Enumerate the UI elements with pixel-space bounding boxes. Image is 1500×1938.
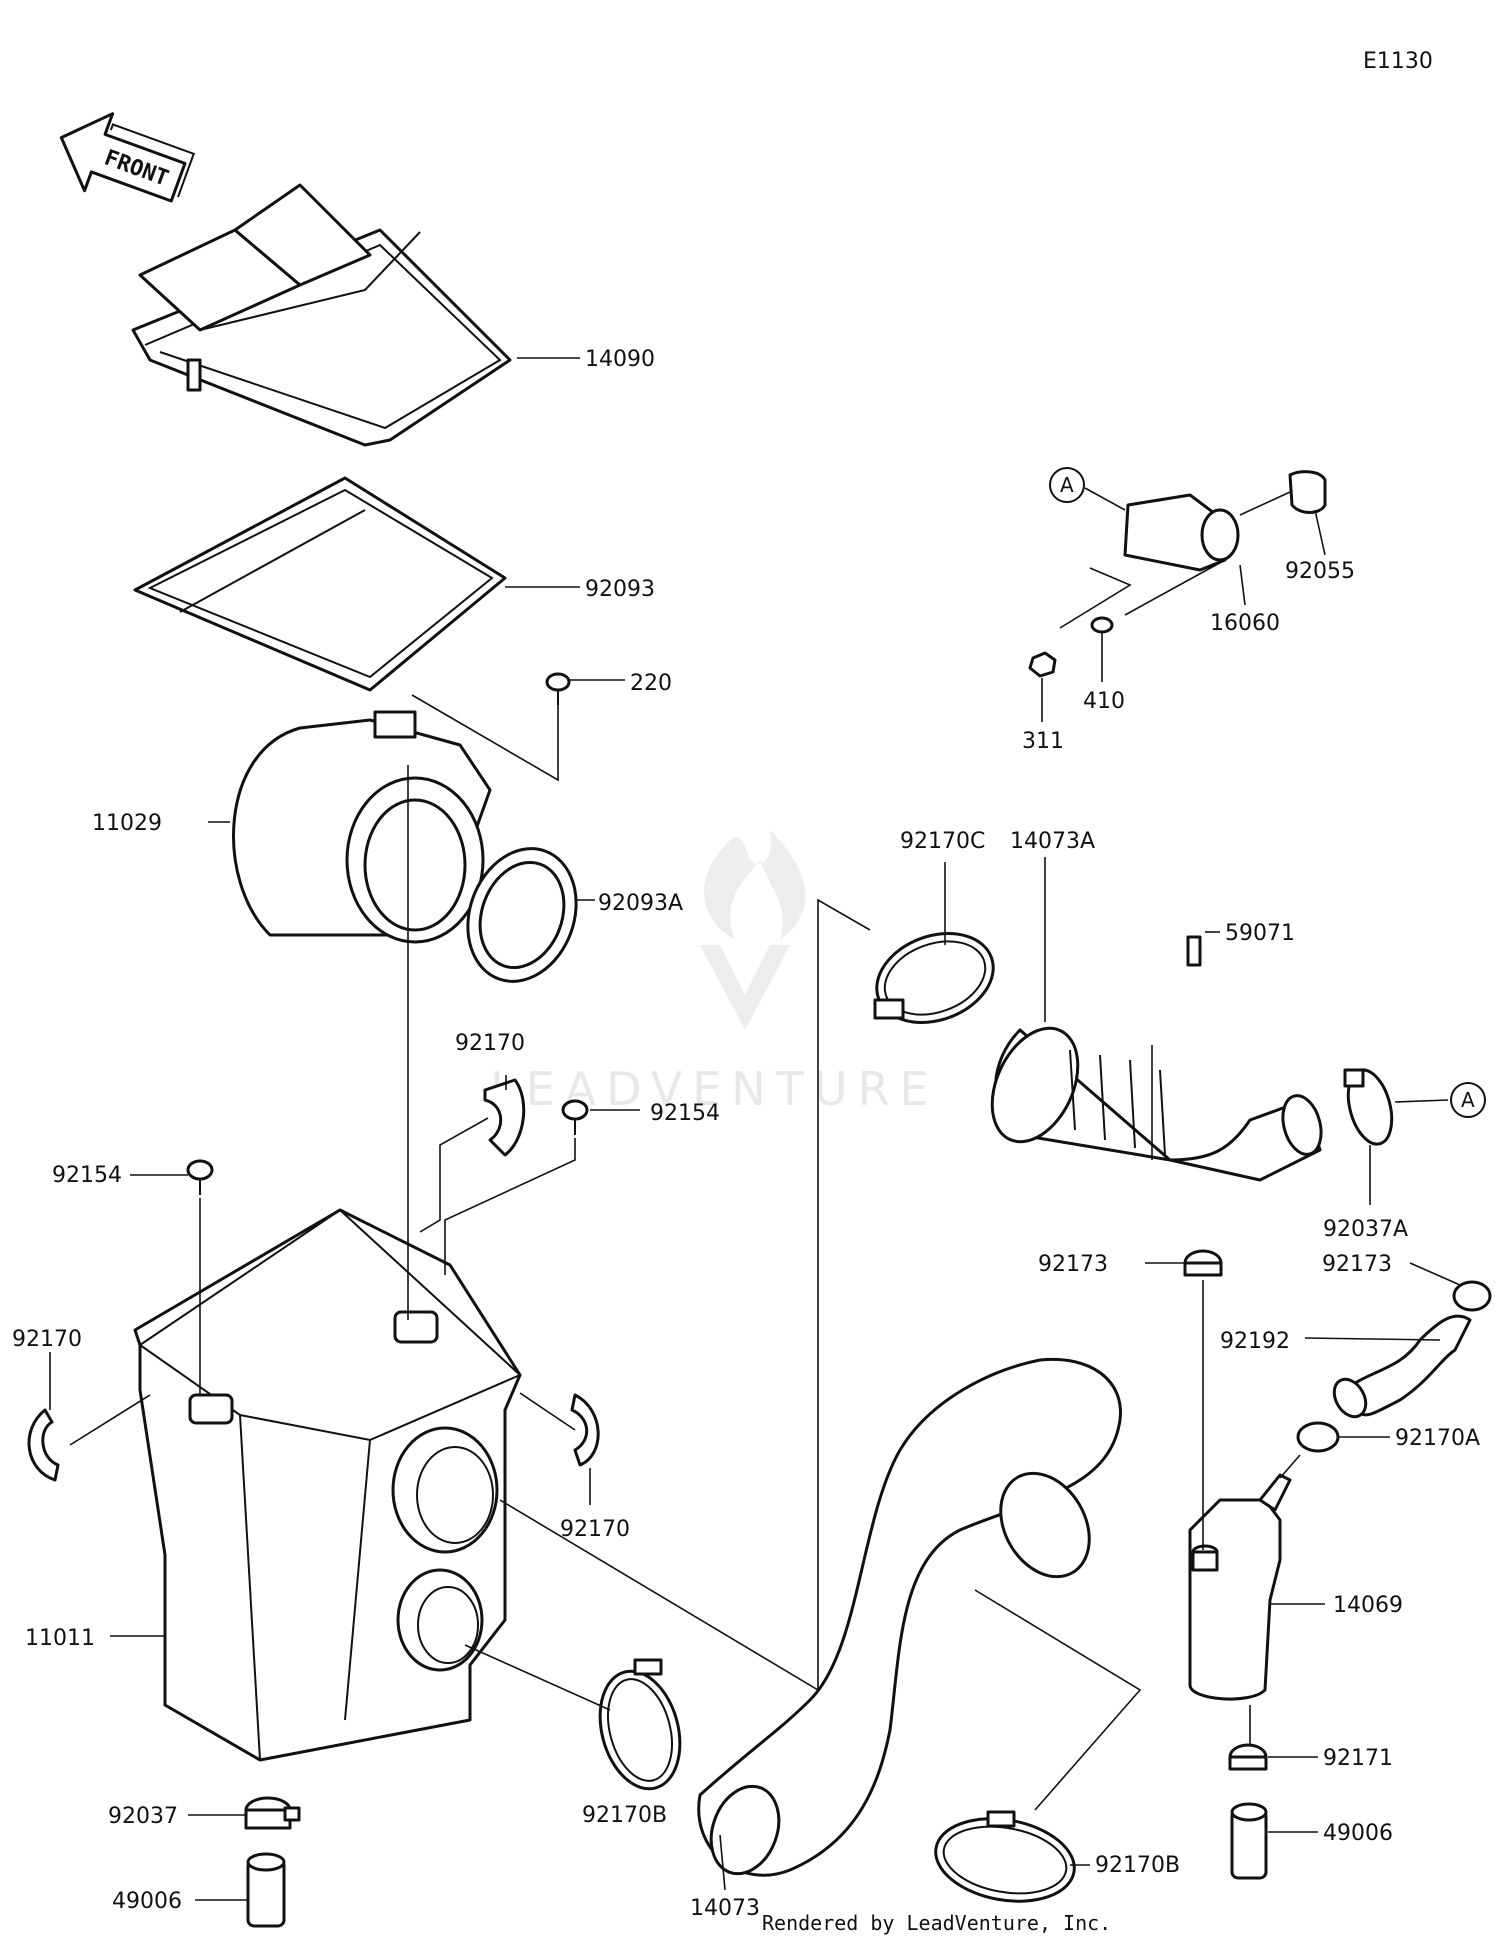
clamp-92173-mid	[1183, 1249, 1223, 1277]
footer-credit: Rendered by LeadVenture, Inc.	[762, 1911, 1111, 1935]
gasket-92055	[1288, 470, 1327, 514]
part-label-92093[interactable]: 92093	[585, 577, 655, 602]
part-label-92192[interactable]: 92192	[1220, 1329, 1290, 1354]
part-label-220[interactable]: 220	[630, 671, 672, 696]
clip-92170-right	[570, 1393, 600, 1467]
air-cleaner-cover	[131, 183, 512, 447]
element-holder	[232, 710, 492, 944]
air-cleaner-housing	[133, 1208, 522, 1762]
part-label-14073A[interactable]: 14073A	[1010, 829, 1095, 854]
bellows-duct	[990, 1026, 1323, 1182]
part-label-92037[interactable]: 92037	[108, 1804, 178, 1829]
ref-mark-a-right: A	[1450, 1082, 1486, 1118]
washer-410	[1090, 616, 1114, 634]
part-label-92173-mid[interactable]: 92173	[1038, 1252, 1108, 1277]
intake-duct	[697, 1357, 1122, 1877]
sensor-assembly-16060	[1123, 493, 1240, 572]
part-label-92173-right[interactable]: 92173	[1322, 1252, 1392, 1277]
band-clamp-92170B-right	[934, 1810, 1076, 1903]
filter-element	[133, 476, 507, 692]
part-label-92037A[interactable]: 92037A	[1323, 1217, 1408, 1242]
bolt-92154-left	[186, 1159, 214, 1195]
drain-cap-49006-left	[246, 1852, 286, 1928]
part-label-11029[interactable]: 11029	[92, 811, 162, 836]
clamp-92037	[244, 1796, 301, 1830]
clamp-92171	[1228, 1743, 1268, 1771]
band-clamp-92170B-left	[598, 1658, 682, 1791]
drain-tank-14069	[1188, 1473, 1292, 1701]
clip-92170-left	[27, 1408, 60, 1482]
part-label-92154-left[interactable]: 92154	[52, 1163, 122, 1188]
screw-220	[545, 672, 571, 705]
part-label-49006-right[interactable]: 49006	[1323, 1821, 1393, 1846]
part-labels: 14090 92093 220 11029 92093A 92170 92154…	[12, 347, 1480, 1921]
part-label-14069[interactable]: 14069	[1333, 1593, 1403, 1618]
fitting-59071	[1186, 935, 1202, 967]
part-label-92170B-right[interactable]: 92170B	[1095, 1853, 1180, 1878]
part-label-92171[interactable]: 92171	[1323, 1746, 1393, 1771]
part-label-92170-top[interactable]: 92170	[455, 1031, 525, 1056]
front-arrow: FRONT	[59, 112, 196, 203]
part-label-311[interactable]: 311	[1022, 729, 1064, 754]
part-label-92170C[interactable]: 92170C	[900, 829, 985, 854]
part-label-92170-left[interactable]: 92170	[12, 1327, 82, 1352]
seal-ring	[466, 847, 578, 983]
part-label-14073[interactable]: 14073	[690, 1896, 760, 1921]
part-label-92170B-left[interactable]: 92170B	[582, 1803, 667, 1828]
breather-hose-92192	[1332, 1314, 1472, 1419]
bolt-92154-right	[561, 1099, 589, 1135]
drain-cap-49006-right	[1230, 1802, 1268, 1880]
ref-mark-a-left: A	[1049, 467, 1085, 503]
part-label-92170A[interactable]: 92170A	[1395, 1426, 1480, 1451]
clip-92170-top	[483, 1078, 526, 1157]
svg-text:A: A	[1461, 1088, 1475, 1112]
part-label-410[interactable]: 410	[1083, 689, 1125, 714]
clamp-92170A	[1296, 1421, 1340, 1453]
part-label-92170-right[interactable]: 92170	[560, 1517, 630, 1542]
clamp-92173-right	[1452, 1280, 1492, 1312]
part-label-92055[interactable]: 92055	[1285, 559, 1355, 584]
part-label-11011[interactable]: 11011	[25, 1626, 95, 1651]
diagram-code: E1130	[1363, 49, 1433, 74]
part-label-59071[interactable]: 59071	[1225, 921, 1295, 946]
band-clamp-92170C	[873, 932, 995, 1024]
part-label-14090[interactable]: 14090	[585, 347, 655, 372]
part-label-92093A[interactable]: 92093A	[598, 891, 683, 916]
leader-lines	[49, 357, 1461, 1901]
part-label-92154-right[interactable]: 92154	[650, 1101, 720, 1126]
part-label-49006-left[interactable]: 49006	[112, 1889, 182, 1914]
clamp-92037A	[1343, 1068, 1394, 1146]
part-label-16060[interactable]: 16060	[1210, 611, 1280, 636]
nut-311	[1028, 651, 1057, 678]
svg-text:A: A	[1060, 473, 1074, 497]
